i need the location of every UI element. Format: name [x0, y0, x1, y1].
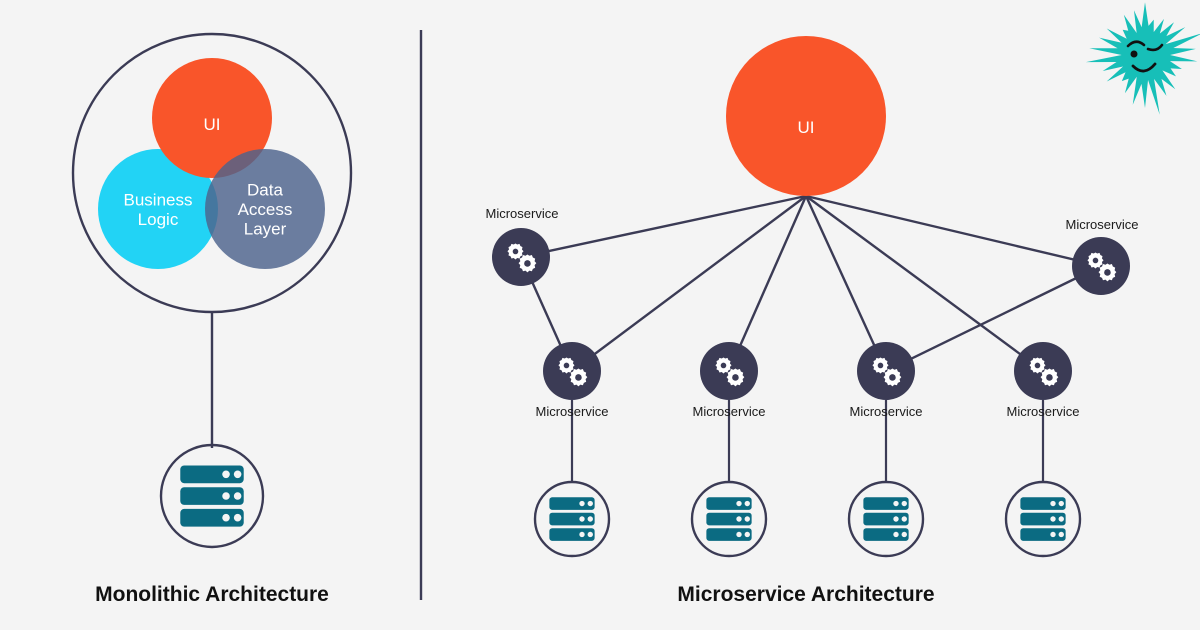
microservice-node-m4[interactable]	[857, 342, 915, 400]
microservice-node-m6[interactable]	[1072, 237, 1130, 295]
edge-m6-to-m4	[885, 264, 1102, 373]
mascot-body	[1085, 2, 1200, 115]
edge-hub-to-m1	[520, 194, 807, 259]
edge-hub-to-m3	[727, 195, 808, 372]
bubble-label: UI	[204, 115, 221, 134]
node-circle	[492, 228, 550, 286]
monolith-bubble-ui[interactable]: UI	[152, 58, 272, 178]
database-icon-db2[interactable]	[690, 480, 768, 558]
bubble-circle	[205, 149, 325, 269]
bubble-circle	[152, 58, 272, 178]
microservice-node-m3[interactable]	[700, 342, 758, 400]
database-ring	[159, 443, 265, 549]
spiky-mascot-icon	[1085, 2, 1200, 115]
database-icon-db3[interactable]	[847, 480, 925, 558]
database-ring	[533, 480, 611, 558]
bubble-label: Business	[124, 190, 193, 209]
bubble-label: Layer	[244, 220, 287, 239]
microservice-node-m5[interactable]	[1014, 342, 1072, 400]
bubble-label: Data	[247, 181, 283, 200]
database-ring	[690, 480, 768, 558]
node-circle	[1014, 342, 1072, 400]
node-circle	[700, 342, 758, 400]
database-icon[interactable]	[159, 443, 265, 549]
node-circle	[543, 342, 601, 400]
database-icon-db1[interactable]	[533, 480, 611, 558]
database-ring	[847, 480, 925, 558]
mascot-eyebrow-left	[1126, 40, 1146, 48]
microservice-node-label: Microservice	[1007, 404, 1080, 419]
microservice-node-label: Microservice	[1066, 217, 1139, 232]
microservice-caption: Microservice Architecture	[677, 583, 934, 606]
edge-hub-to-m5	[805, 195, 1044, 372]
ui-label: UI	[798, 118, 815, 137]
microservice-node-label: Microservice	[693, 404, 766, 419]
monolith-outer-ring	[71, 32, 353, 314]
bubble-label: Logic	[138, 210, 179, 229]
microservice-node-label: Microservice	[486, 206, 559, 221]
monolithic-caption: Monolithic Architecture	[95, 583, 329, 606]
microservice-ui-node[interactable]: UI	[726, 36, 886, 196]
edge-hub-to-m2	[571, 195, 807, 372]
bubble-circle	[98, 149, 218, 269]
microservice-node-label: Microservice	[850, 404, 923, 419]
microservice-node-m2[interactable]	[543, 342, 601, 400]
database-ring	[1004, 480, 1082, 558]
edge-hub-to-m4	[804, 195, 888, 372]
microservice-node-label: Microservice	[536, 404, 609, 419]
database-icon-db4[interactable]	[1004, 480, 1082, 558]
node-circle	[1072, 237, 1130, 295]
mascot-eye-right-wink	[1146, 43, 1164, 52]
node-circle	[857, 342, 915, 400]
edge-hub-to-m6	[805, 194, 1102, 268]
ui-circle	[726, 36, 886, 196]
mascot-eye-left	[1130, 50, 1138, 58]
microservice-node-m1[interactable]	[492, 228, 550, 286]
bubble-label: Access	[238, 200, 293, 219]
mascot-smile	[1131, 62, 1157, 73]
